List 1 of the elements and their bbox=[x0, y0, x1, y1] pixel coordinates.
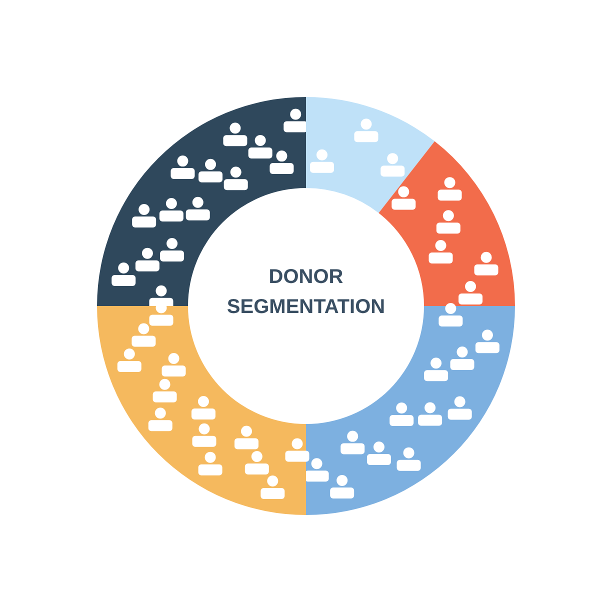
center-title: DONOR SEGMENTATION bbox=[226, 265, 386, 320]
